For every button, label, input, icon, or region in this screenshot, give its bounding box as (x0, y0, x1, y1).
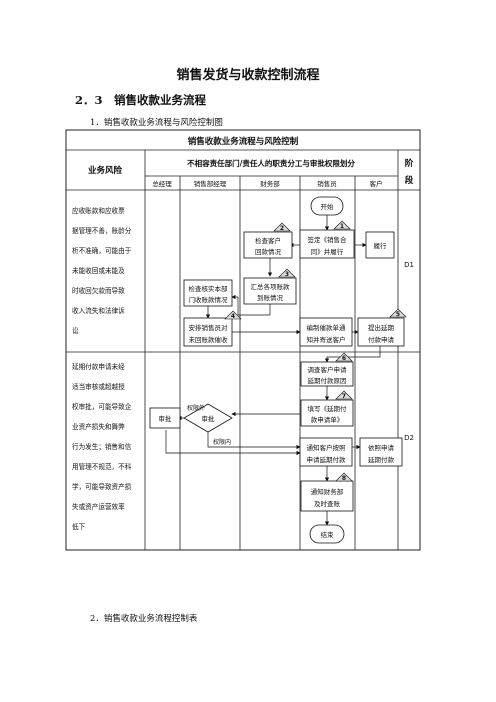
check-customer-box (243, 231, 293, 259)
step-number: 7 (342, 393, 346, 400)
stage-d2: D2 (404, 434, 414, 442)
end-label: 结束 (321, 530, 335, 539)
summarize-box (243, 277, 297, 305)
pay-delay-label: 依照申请 (368, 443, 395, 452)
risk-line: 时收回欠款而导致 (72, 286, 125, 295)
prepare-notice-label: 编制催款单通 (307, 323, 347, 332)
arrange-label: 安排销售员对 (189, 323, 229, 332)
risk-text-1: 应收账款和应收票 据管理不善，账龄分 析不准确，可能由于 未能收回或未能及 时收… (72, 206, 132, 335)
approve-label-manager: 审批 (202, 414, 216, 423)
step-markers (224, 220, 407, 482)
perform-box (365, 231, 395, 259)
arrange-label: 未回账款催收 (189, 335, 229, 344)
notify-finance-label: 及时查账 (314, 499, 341, 508)
step-number: 2 (280, 225, 284, 232)
review-reason-label: 调查客户申请 (308, 365, 348, 374)
approve-box-gm (149, 407, 181, 429)
check-customer-label: 回款情况 (255, 247, 282, 256)
review-sales-label: 检查核实本部 (189, 284, 229, 293)
step-numbers: 2 1 3 4 5 6 7 8 (231, 223, 400, 482)
column-headers: 总经理 销售部经理 财务部 销售员 客户 (152, 179, 382, 188)
risk-line: 讼 (72, 326, 79, 335)
risk-line: 权审批，可能导致企 (72, 402, 132, 411)
column-header: 客户 (370, 179, 383, 188)
risk-line: 未能收回或未能及 (72, 266, 125, 275)
risk-line: 用管理不规范，不科 (72, 462, 132, 471)
approve-diamond-manager (183, 403, 233, 433)
risk-line: 适当审核或超越授 (72, 382, 125, 391)
risk-line: 失或资产运营效率 (72, 502, 125, 511)
document-title: 销售发货与收款控制流程 (176, 68, 320, 83)
stage-header-2: 段 (405, 175, 414, 186)
risk-line: 低下 (72, 522, 86, 531)
section-heading: 2．3 销售收款业务流程 (75, 93, 207, 107)
figure-caption: 1．销售收款业务流程与风险控制图 (90, 118, 223, 128)
sign-contract-box (299, 229, 355, 259)
review-reason-label: 延期付款原因 (308, 376, 347, 385)
start-terminal (310, 196, 344, 216)
over-limit-label: 权限外 (187, 404, 205, 412)
risk-line: 析不准确，可能由于 (72, 246, 132, 255)
connectors (165, 215, 381, 526)
pay-delay-label: 延期付款 (368, 455, 395, 464)
risk-line: 业资产损失和舞弊 (72, 422, 125, 431)
prepare-notice-label: 知并寄送客户 (307, 335, 346, 344)
branch-labels: 权限外 权限内 (187, 404, 231, 446)
summarize-label: 汇总各项账款 (251, 282, 291, 291)
apply-delay-box (357, 317, 405, 347)
table-header: 销售收款业务流程与风险控制 (188, 136, 299, 147)
arrange-box (183, 317, 233, 347)
notify-label: 申请延期付款 (307, 455, 347, 464)
apply-delay-label: 提出延期 (368, 323, 395, 332)
risk-line: 应收账款和应收票 (72, 206, 125, 215)
risk-header: 业务风险 (88, 165, 123, 176)
approve-label-gm: 审批 (159, 414, 173, 423)
sign-contract-label: 签定《销售合 (308, 235, 348, 244)
risk-line: 据管理不善，账龄分 (72, 226, 132, 235)
fill-form-box (300, 399, 354, 427)
risk-line: 延期付款申请未经 (72, 362, 125, 371)
stage-d1: D1 (404, 261, 414, 269)
review-reason-box (300, 361, 354, 387)
column-header: 销售员 (317, 179, 337, 188)
fill-form-label: 款申请单》 (311, 415, 344, 424)
notify-box (299, 437, 353, 467)
column-header: 销售部经理 (194, 179, 227, 188)
review-sales-label: 门收账款情况 (189, 295, 229, 304)
step-number: 3 (285, 271, 289, 278)
column-header: 总经理 (152, 179, 172, 188)
risk-line: 收入流失和法律诉 (72, 306, 125, 315)
apply-delay-label: 付款申请 (368, 335, 395, 344)
stage-header-1: 阶 (405, 158, 414, 169)
step-number: 1 (340, 223, 344, 230)
step-number: 4 (231, 313, 235, 320)
start-label: 开始 (321, 202, 335, 211)
notify-label: 通知客户按照 (307, 443, 347, 452)
perform-label: 履行 (374, 241, 388, 250)
step-number: 6 (342, 355, 346, 362)
flow-labels: 开始 签定《销售合 同》并履行 履行 检查客户 回款情况 汇总各项账款 到账情况… (159, 202, 395, 539)
prepare-notice-box (299, 317, 353, 347)
check-customer-label: 检查客户 (255, 236, 281, 245)
table-caption: 2．销售收款业务流程控制表 (90, 614, 198, 624)
division-header: 不相容责任部门/责任人的职责分工与审批权限划分 (187, 158, 355, 168)
column-header: 财务部 (260, 179, 280, 188)
notify-finance-label: 通知财务部 (311, 487, 344, 496)
step-number: 5 (396, 311, 400, 318)
flow-shapes (149, 196, 405, 544)
end-terminal (309, 524, 345, 544)
fill-form-label: 填写《延期付 (308, 404, 348, 413)
step-number: 8 (342, 475, 346, 482)
risk-text-2: 延期付款申请未经 适当审核或超越授 权审批，可能导致企 业资产损失和舞弊 行为发… (72, 362, 132, 531)
sign-contract-label: 同》并履行 (311, 247, 344, 256)
pay-delay-box (359, 437, 403, 467)
review-sales-box (183, 279, 233, 307)
risk-line: 学，可能导致资产损 (72, 482, 132, 491)
within-limit-label: 权限内 (213, 438, 231, 446)
risk-line: 行为发生；销售和信 (72, 442, 132, 451)
summarize-label: 到账情况 (257, 293, 284, 302)
notify-finance-box (300, 480, 354, 512)
